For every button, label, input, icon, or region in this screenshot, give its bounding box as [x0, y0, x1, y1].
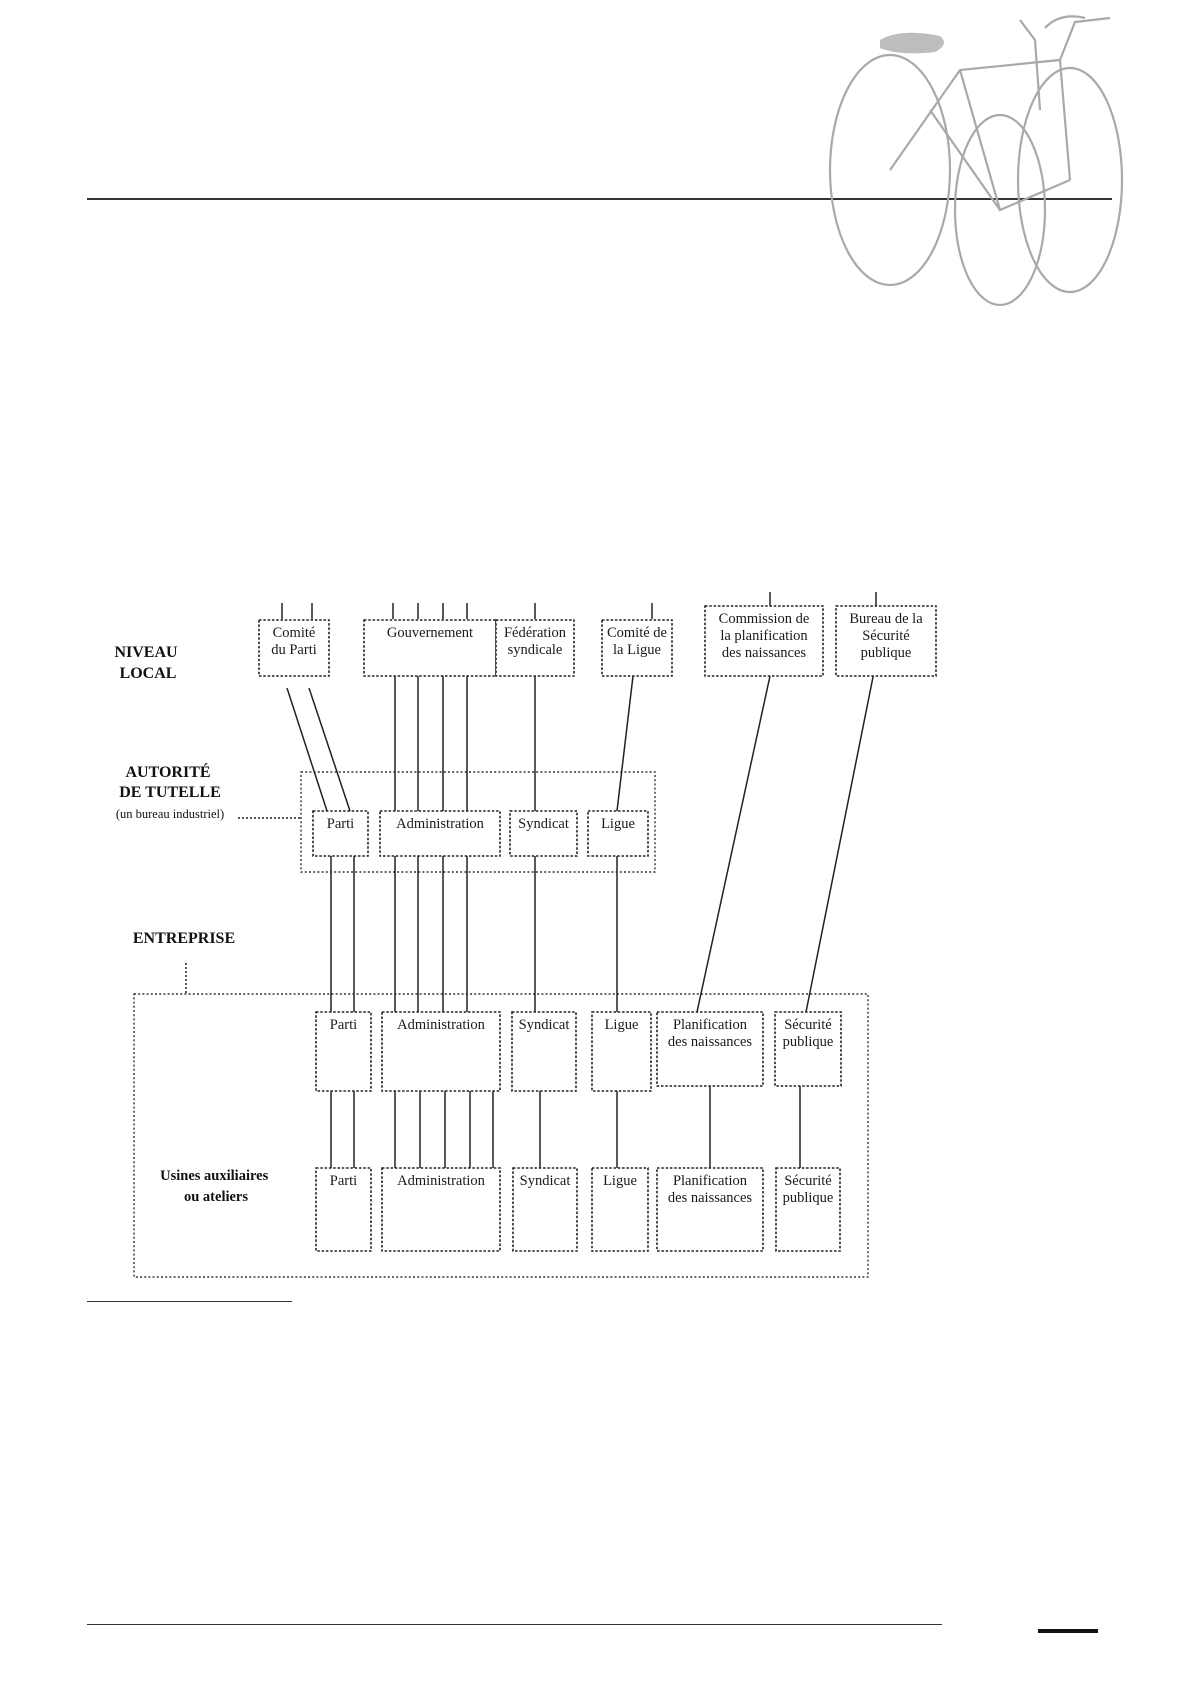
entreprise-box-label-syndicat: Syndicat [519, 1017, 570, 1033]
entreprise-box-syndicat [511, 1011, 577, 1092]
usines-box-administration [381, 1167, 501, 1252]
bicycle-illustration [828, 15, 1124, 307]
entreprise-box-planification [656, 1011, 764, 1087]
level-label-tutelle: AUTORITÉ DE TUTELLE [119, 762, 221, 801]
local-box-commission [704, 605, 824, 677]
page-number-mark [1038, 1629, 1098, 1633]
tutelle-box-administration [379, 810, 501, 857]
connector-lines [286, 661, 877, 1168]
level-label-local: NIVEAU LOCAL [114, 644, 181, 682]
tutelle-group-border [300, 771, 656, 873]
usines-box-label-ligue: Ligue [603, 1173, 637, 1189]
tutelle-box-label-administration: Administration [396, 816, 485, 832]
usines-box-parti [315, 1167, 372, 1252]
level-label-entreprise: ENTREPRISE [133, 930, 235, 947]
footnote-rule [87, 1301, 292, 1303]
entreprise-box-parti [315, 1011, 372, 1092]
entreprise-box-label-administration: Administration [397, 1017, 486, 1033]
tutelle-box-parti [312, 810, 369, 857]
local-box-comite-ligue [601, 619, 673, 677]
local-box-label-gouvernement: Gouvernement [387, 625, 473, 641]
usines-box-planification [656, 1167, 764, 1252]
entreprise-box-label-parti: Parti [330, 1017, 357, 1033]
usines-box-label-administration: Administration [397, 1173, 486, 1189]
tutelle-box-ligue [587, 810, 649, 857]
header-rule [87, 198, 1112, 200]
entreprise-box-label-ligue: Ligue [605, 1017, 639, 1033]
entreprise-group-border [133, 993, 869, 1278]
local-box-bureau-securite [835, 605, 937, 677]
tutelle-box-label-syndicat: Syndicat [518, 816, 569, 832]
tutelle-box-label-ligue: Ligue [601, 816, 635, 832]
entreprise-box-ligue [591, 1011, 652, 1092]
local-box-gouvernement [363, 619, 497, 677]
usines-box-syndicat [512, 1167, 578, 1252]
level-label-usines: Usines auxiliaires ou ateliers [160, 1168, 272, 1205]
local-box-comite-parti [258, 619, 330, 677]
incoming-ticks [281, 592, 877, 619]
footer-rule [87, 1624, 942, 1626]
entreprise-box-administration [381, 1011, 501, 1092]
level-label-tutelle-note: (un bureau industriel) [116, 807, 224, 821]
usines-box-ligue [591, 1167, 649, 1252]
tutelle-box-label-parti: Parti [327, 816, 354, 832]
usines-box-label-syndicat: Syndicat [520, 1173, 571, 1189]
usines-box-securite [775, 1167, 841, 1252]
usines-box-label-parti: Parti [330, 1173, 357, 1189]
tutelle-box-syndicat [509, 810, 578, 857]
entreprise-box-securite [774, 1011, 842, 1087]
local-box-federation [495, 619, 575, 677]
